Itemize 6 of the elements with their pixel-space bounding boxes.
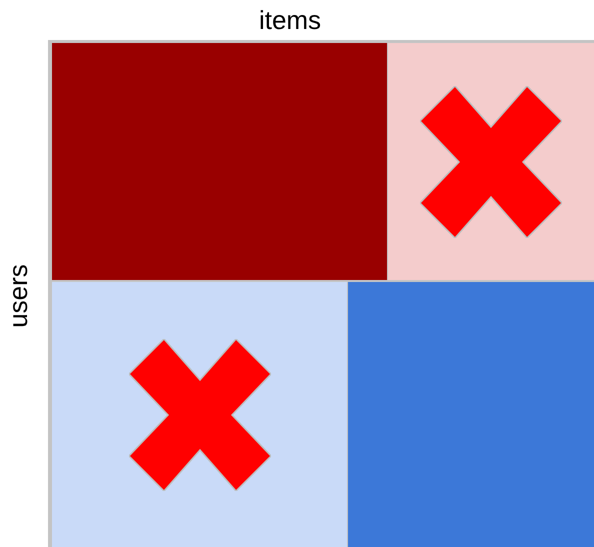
axis-label: items [258,4,322,37]
matrix-cell [52,43,387,280]
matrix-cell [52,282,347,547]
matrix-cell [388,43,594,280]
axis-label: users [2,263,34,330]
matrix-cell [348,282,594,547]
